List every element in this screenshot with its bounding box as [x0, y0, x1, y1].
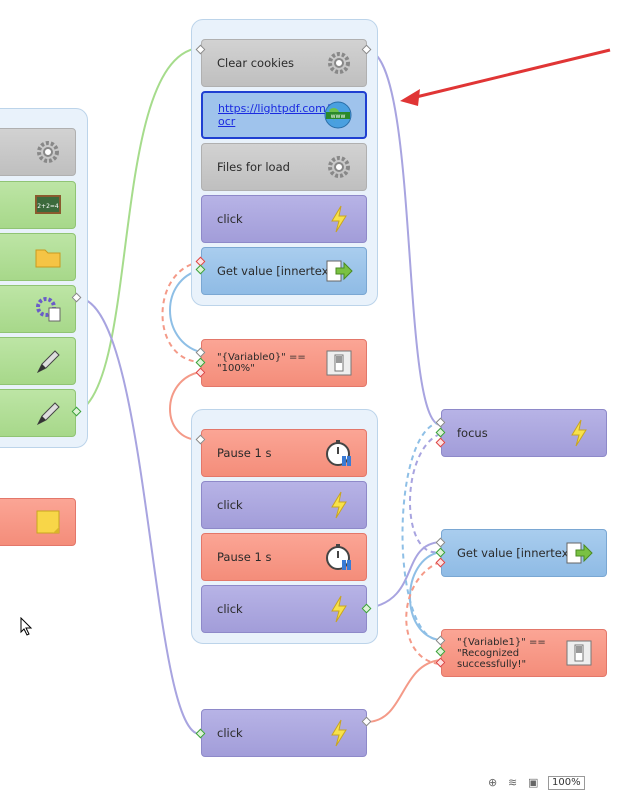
pause-block[interactable]: Pause 1 s: [201, 429, 367, 477]
switch-icon: [326, 350, 352, 376]
svg-text:www: www: [331, 113, 346, 120]
folder-icon: [35, 249, 61, 268]
switch-icon: [566, 640, 592, 666]
left-block-chalkboard[interactable]: 2+2=4: [0, 181, 76, 229]
click-block-bottom[interactable]: click: [201, 709, 367, 757]
click-block[interactable]: click: [201, 481, 367, 529]
left-block-folder[interactable]: [0, 233, 76, 281]
condition-label: "{Variable0}" =="100%": [217, 352, 306, 374]
pen-icon: [36, 350, 60, 374]
clear-cookies-label: Clear cookies: [217, 56, 295, 70]
click-block[interactable]: click: [201, 195, 367, 243]
zoom-level[interactable]: 100%: [548, 776, 585, 790]
lightning-icon: [331, 205, 347, 233]
window-icon[interactable]: ▣: [528, 776, 539, 789]
sticky-note-icon: [36, 510, 60, 534]
gear-icon: [328, 52, 350, 74]
clear-cookies-block[interactable]: Clear cookies: [201, 39, 367, 87]
click-block[interactable]: click: [201, 585, 367, 633]
lightning-icon: [571, 419, 587, 447]
gear-document-icon: [36, 297, 61, 322]
mouse-cursor-icon: [20, 617, 33, 636]
files-for-load-label: Files for load: [217, 160, 290, 174]
left-block-gear-doc[interactable]: [0, 285, 76, 333]
export-arrow-icon: [566, 542, 593, 564]
left-note-block[interactable]: [0, 498, 76, 546]
left-block-pen[interactable]: [0, 337, 76, 385]
get-value-label: Get value [innertext]: [217, 264, 338, 278]
stack-icon[interactable]: ≋: [508, 776, 518, 789]
click-label: click: [217, 212, 243, 226]
click-label: click: [217, 726, 243, 740]
target-icon[interactable]: ⊕: [488, 776, 498, 789]
left-block-pen-2[interactable]: [0, 389, 76, 437]
pen-icon: [36, 402, 60, 426]
click-label: click: [217, 602, 243, 616]
click-label: click: [217, 498, 243, 512]
chalkboard-icon: 2+2=4: [35, 195, 61, 214]
gear-icon: [328, 156, 350, 178]
condition-variable0-block[interactable]: "{Variable0}" =="100%": [201, 339, 367, 387]
zoom-toolbar: ⊕ ≋ ▣ 100%: [488, 776, 628, 790]
focus-label: focus: [457, 426, 488, 440]
stopwatch-icon: [326, 544, 351, 570]
lightning-icon: [331, 491, 347, 519]
gear-icon: [37, 141, 59, 163]
lightning-icon: [331, 595, 347, 623]
stopwatch-icon: [326, 440, 351, 466]
pause-label: Pause 1 s: [217, 550, 272, 564]
get-value-block-right[interactable]: Get value [innertext]: [441, 529, 607, 577]
files-for-load-block[interactable]: Files for load: [201, 143, 367, 191]
left-block-gear[interactable]: [0, 128, 76, 176]
export-arrow-icon: [326, 260, 353, 282]
lightning-icon: [331, 719, 347, 747]
svg-text:2+2=4: 2+2=4: [37, 203, 59, 210]
focus-block[interactable]: focus: [441, 409, 607, 457]
get-value-label: Get value [innertext]: [457, 546, 578, 560]
www-globe-icon: www: [324, 101, 352, 129]
get-value-block[interactable]: Get value [innertext]: [201, 247, 367, 295]
url-link[interactable]: https://lightpdf.com/ocr: [218, 102, 330, 128]
open-url-block[interactable]: https://lightpdf.com/ocr www: [201, 91, 367, 139]
pause-block[interactable]: Pause 1 s: [201, 533, 367, 581]
pause-label: Pause 1 s: [217, 446, 272, 460]
